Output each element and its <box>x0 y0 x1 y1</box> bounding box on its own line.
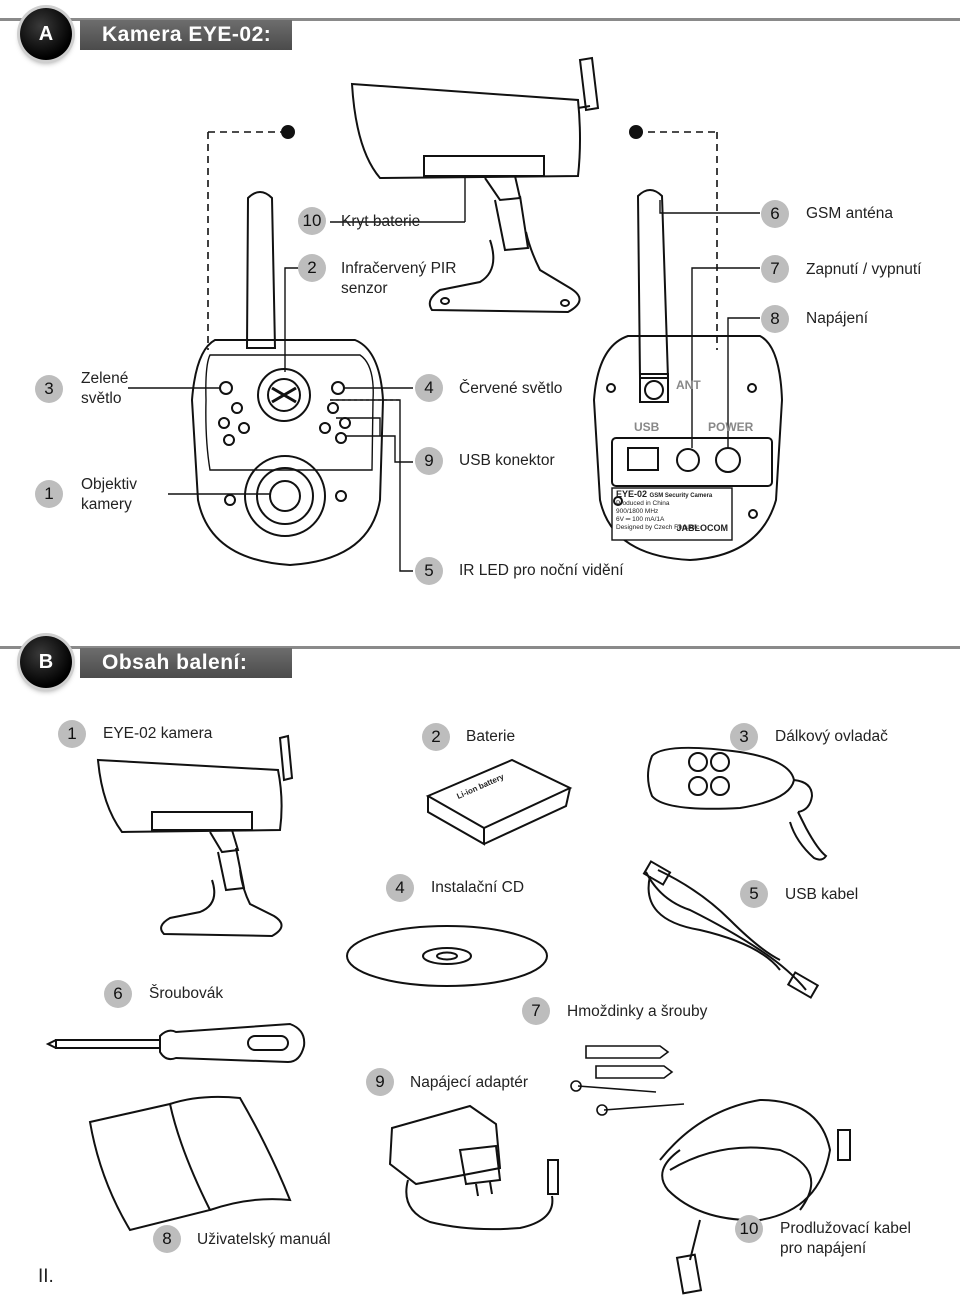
package-3-label: Dálkový ovladač <box>775 728 888 745</box>
page-number: II. <box>38 1266 54 1287</box>
callout-1-number: 1 <box>35 480 63 508</box>
section-b-title: Obsah balení: <box>80 648 292 678</box>
callout-7-label: Zapnutí / vypnutí <box>806 261 922 278</box>
usb-port-label: USB <box>634 420 660 434</box>
callout-5-number: 5 <box>415 557 443 585</box>
package-6-number: 6 <box>104 980 132 1008</box>
callout-2-label: Infračervený PIR senzor <box>341 260 457 297</box>
callout-1-label: Objektiv kamery <box>81 476 137 513</box>
callout-10-label: Kryt baterie <box>341 213 421 230</box>
package-5-number: 5 <box>740 880 768 908</box>
callout-8-label: Napájení <box>806 310 869 327</box>
callout-3-label: Zelené světlo <box>81 370 129 407</box>
sticker-brand: JABLOCOM <box>676 523 729 533</box>
section-a-badge: A <box>20 8 72 60</box>
sticker-model: EYE-02 GSM Security Camera <box>616 489 713 500</box>
package-8-number: 8 <box>153 1225 181 1253</box>
callout-7-number: 7 <box>761 255 789 283</box>
sticker-rating: 6V ═ 100 mA/1A <box>616 516 665 523</box>
package-1-label: EYE-02 kamera <box>103 725 213 742</box>
package-4-label: Instalační CD <box>431 879 525 896</box>
callout-9-number: 9 <box>415 447 443 475</box>
callout-5-label: IR LED pro noční vidění <box>459 562 624 579</box>
package-9-number: 9 <box>366 1068 394 1096</box>
package-7-number: 7 <box>522 997 550 1025</box>
sticker-designed: Designed by Czech Republic <box>616 524 700 531</box>
section-a-rule <box>0 18 960 21</box>
package-2-number: 2 <box>422 723 450 751</box>
package-1-number: 1 <box>58 720 86 748</box>
package-2-label: Baterie <box>466 728 516 745</box>
callout-8-number: 8 <box>761 305 789 333</box>
package-3-number: 3 <box>730 723 758 751</box>
power-label: POWER <box>708 420 754 434</box>
package-10-label: Prodlužovací kabel pro napájení <box>780 1220 911 1257</box>
ant-label: ANT <box>676 378 701 392</box>
package-10-number: 10 <box>735 1215 763 1243</box>
callout-6-label: GSM anténa <box>806 205 894 222</box>
callout-4-label: Červené světlo <box>459 380 563 397</box>
callout-6-number: 6 <box>761 200 789 228</box>
product-sticker: EYE-02 GSM Security Camera Produced in C… <box>616 489 730 533</box>
sticker-produced: Produced in China <box>616 500 670 507</box>
package-8-label: Uživatelský manuál <box>197 1231 331 1248</box>
package-7-label: Hmoždinky a šrouby <box>567 1003 708 1020</box>
callout-4-number: 4 <box>415 374 443 402</box>
callout-9-label: USB konektor <box>459 452 555 469</box>
callout-10-number: 10 <box>298 207 326 235</box>
package-5-label: USB kabel <box>785 886 859 903</box>
callout-2-number: 2 <box>298 254 326 282</box>
package-6-label: Šroubovák <box>149 985 224 1002</box>
package-9-label: Napájecí adaptér <box>410 1074 529 1091</box>
sticker-bands: 900/1800 MHz <box>616 508 659 515</box>
section-a-title: Kamera EYE-02: <box>80 20 292 50</box>
section-b-rule <box>0 646 960 649</box>
callout-3-number: 3 <box>35 375 63 403</box>
package-4-number: 4 <box>386 874 414 902</box>
section-b-badge: B <box>20 636 72 688</box>
